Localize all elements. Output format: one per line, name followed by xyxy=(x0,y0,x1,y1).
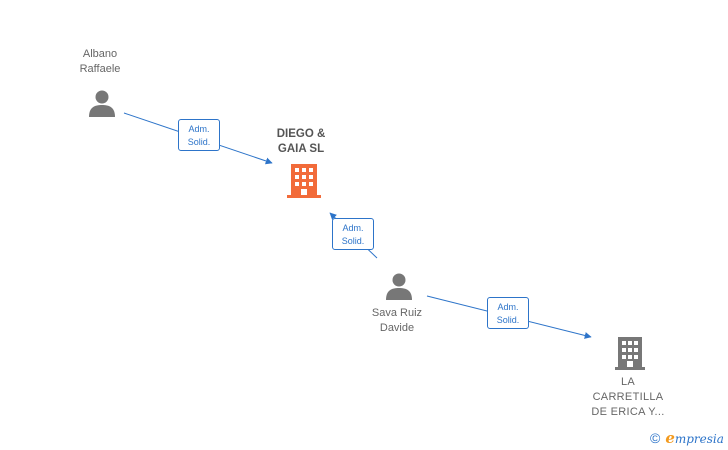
edge-label-sava-diego[interactable]: Adm. Solid. xyxy=(332,218,374,250)
edge-label-sava-carretilla[interactable]: Adm. Solid. xyxy=(487,297,529,329)
edge-label-line2: Solid. xyxy=(187,137,211,147)
brand-logo-rest: mpresia xyxy=(674,432,724,446)
edge-label-line2: Solid. xyxy=(341,236,365,246)
building-icon[interactable] xyxy=(614,336,646,370)
brand-logo-initial: e xyxy=(665,429,675,447)
person-icon[interactable] xyxy=(384,271,414,301)
edge-label-line1: Adm. xyxy=(342,223,364,233)
edge-label-line1: Adm. xyxy=(188,124,210,134)
brand-logo: empresia xyxy=(665,429,724,447)
node-label-sava[interactable]: Sava Ruiz Davide xyxy=(371,307,423,334)
person-icon[interactable] xyxy=(87,88,117,118)
edge-label-line1: Adm. xyxy=(497,302,519,312)
node-label-albano[interactable]: Albano Raffaele xyxy=(79,48,121,75)
building-icon[interactable] xyxy=(287,163,321,198)
copyright-icon: © xyxy=(650,430,661,446)
edge-label-line2: Solid. xyxy=(496,315,520,325)
node-label-carretilla[interactable]: LA CARRETILLA DE ERICA Y... xyxy=(591,376,665,418)
node-label-diego[interactable]: DIEGO & GAIA SL xyxy=(276,128,326,155)
edge-label-albano-diego[interactable]: Adm. Solid. xyxy=(178,119,220,151)
footer-brand: © empresia xyxy=(650,429,724,447)
